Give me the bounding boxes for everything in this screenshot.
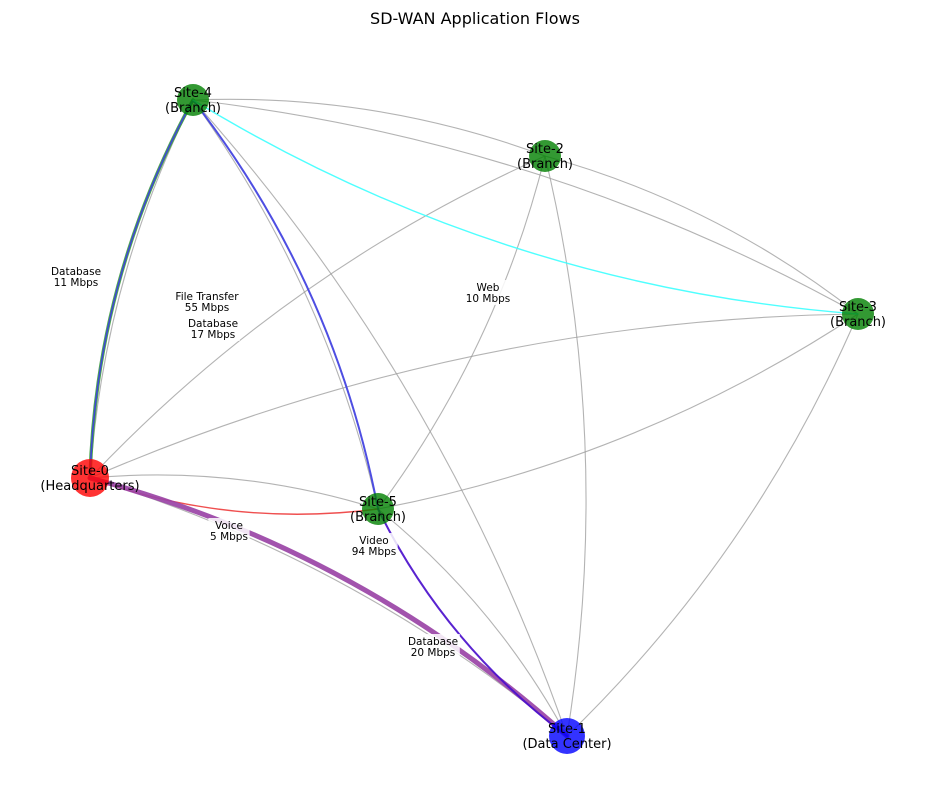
- node-site1[interactable]: Site-1(Data Center): [522, 718, 612, 754]
- edge-label-rate: 11 Mbps: [54, 277, 99, 289]
- node-circle-site1[interactable]: [549, 718, 585, 754]
- node-role: (Branch): [165, 101, 221, 116]
- node-circle-site5[interactable]: [362, 493, 394, 525]
- link-site0-site1: [89, 477, 568, 737]
- edge-label-rate: 10 Mbps: [466, 293, 511, 305]
- edge-label-background: [406, 634, 460, 659]
- node-site3[interactable]: Site-3(Branch): [830, 298, 886, 330]
- flow-site5-site1[interactable]: [377, 508, 568, 737]
- node-circle-site0[interactable]: [71, 459, 109, 497]
- edge-label-app: Video: [359, 535, 388, 547]
- edge-label-app: Web: [477, 282, 500, 294]
- edge-label-rate: 94 Mbps: [352, 546, 397, 558]
- node-name: Site-5: [359, 495, 397, 510]
- edge-label-background: [350, 533, 398, 558]
- edge-label-app: File Transfer: [175, 291, 239, 303]
- edge-label-background: [464, 280, 512, 305]
- node-role: (Headquarters): [40, 479, 139, 494]
- link-site0-site2: [89, 155, 546, 479]
- link-site4-site1: [192, 99, 568, 737]
- node-site2[interactable]: Site-2(Branch): [517, 140, 573, 172]
- edge-label-rate: 5 Mbps: [210, 531, 248, 543]
- node-role: (Branch): [350, 510, 406, 525]
- link-site0-site3: [89, 313, 859, 479]
- node-site0[interactable]: Site-0(Headquarters): [40, 459, 140, 497]
- link-site0-site5: [89, 474, 379, 510]
- node-site4[interactable]: Site-4(Branch): [165, 84, 221, 116]
- edge-label-background: [186, 316, 240, 341]
- diagram-title: SD-WAN Application Flows: [370, 9, 580, 28]
- link-site2-site1: [544, 155, 587, 737]
- edge-label-background: [49, 264, 103, 289]
- node-circle-site2[interactable]: [529, 140, 561, 172]
- nodes-layer: Site-0(Headquarters)Site-1(Data Center)S…: [40, 84, 886, 754]
- edge-label-app: Database: [188, 318, 238, 330]
- flow-site0-site1[interactable]: [87, 475, 570, 739]
- link-site4-site3: [192, 99, 859, 315]
- link-site3-site5: [377, 313, 859, 510]
- edge-label-background: [164, 289, 250, 314]
- edge-label-app: Voice: [215, 520, 243, 532]
- edge-label-app: Database: [51, 266, 101, 278]
- node-role: (Branch): [517, 157, 573, 172]
- node-circle-site4[interactable]: [177, 84, 209, 116]
- node-circle-site3[interactable]: [842, 298, 874, 330]
- flow-site4-site5[interactable]: [192, 99, 379, 510]
- link-site2-site3: [544, 155, 859, 315]
- node-name: Site-3: [839, 300, 877, 315]
- node-name: Site-2: [526, 142, 564, 157]
- edges-layer: [87, 98, 859, 739]
- edge-label-background: [208, 518, 250, 543]
- node-name: Site-0: [71, 464, 109, 479]
- link-site3-site1: [566, 313, 859, 737]
- flow-site4-site3[interactable]: [192, 99, 859, 315]
- link-site2-site5: [377, 155, 546, 510]
- node-name: Site-1: [548, 722, 586, 737]
- edge-label-app: Database: [408, 636, 458, 648]
- link-site4-site2: [192, 98, 546, 157]
- node-name: Site-4: [174, 86, 212, 101]
- link-site5-site1: [377, 508, 568, 737]
- edge-label-rate: 20 Mbps: [411, 647, 456, 659]
- flow-site4-site0[interactable]: [89, 99, 194, 479]
- node-role: (Branch): [830, 315, 886, 330]
- edge-label-rate: 17 Mbps: [191, 329, 236, 341]
- node-site5[interactable]: Site-5(Branch): [350, 493, 406, 525]
- edge-label-rate: 55 Mbps: [185, 302, 230, 314]
- link-site0-site4: [89, 99, 194, 479]
- node-role: (Data Center): [522, 737, 611, 752]
- link-site4-site5: [192, 99, 379, 510]
